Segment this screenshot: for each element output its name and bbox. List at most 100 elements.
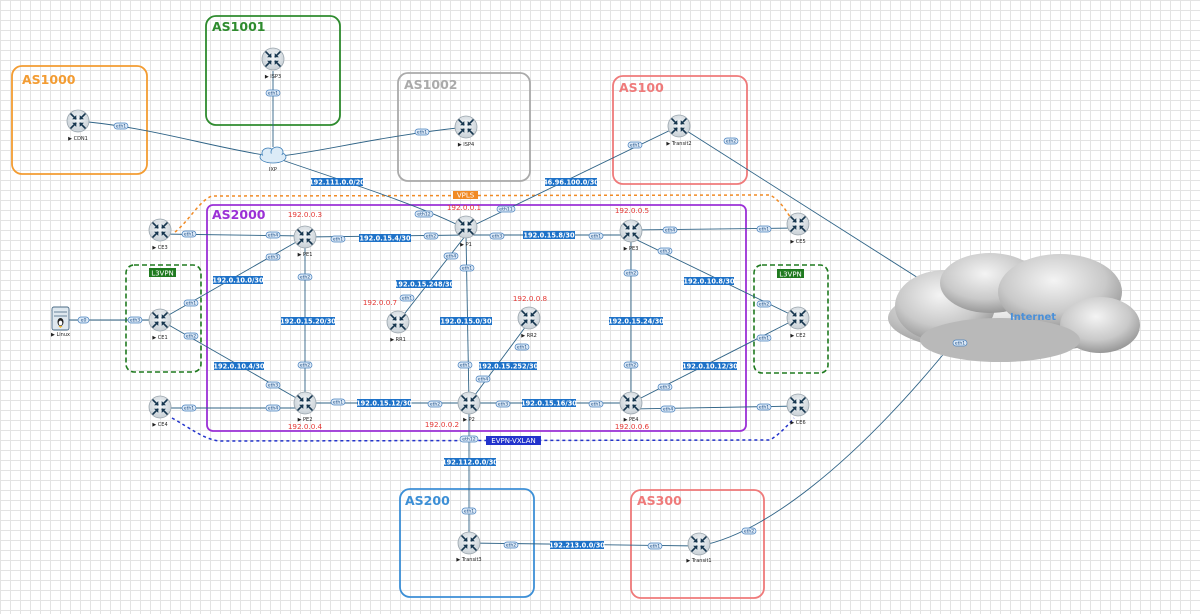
node-pe1[interactable]: ▶ PE1: [293, 225, 317, 258]
interface-tag[interactable]: eth1: [414, 128, 430, 136]
interface-tag[interactable]: eth3: [265, 253, 281, 261]
network-label[interactable]: 192.0.15.20/30: [280, 317, 336, 325]
interface-tag[interactable]: eth1: [461, 507, 477, 515]
interface-tag[interactable]: eth12: [459, 435, 479, 443]
interface-tag[interactable]: eth4: [265, 231, 281, 239]
network-label[interactable]: 46.96.100.0/30: [543, 178, 599, 186]
interface-tag[interactable]: e0: [77, 316, 90, 324]
interface-tag[interactable]: eth1: [399, 294, 415, 302]
interface-tag[interactable]: eth2: [503, 541, 519, 549]
interface-tag[interactable]: eth1: [183, 299, 199, 307]
interface-tag[interactable]: eth2: [756, 300, 772, 308]
interface-tag[interactable]: eth4: [662, 226, 678, 234]
link-transit2-internet[interactable]: [678, 125, 946, 296]
network-label[interactable]: 192.0.15.16/30: [521, 399, 577, 407]
overlay-evpn[interactable]: EVPN-VXLAN: [171, 417, 795, 445]
network-label[interactable]: 192.0.15.24/30: [608, 317, 664, 325]
link-transit1-internet[interactable]: [698, 339, 956, 547]
overlay-l3vpn-right[interactable]: L3VPN: [753, 264, 829, 374]
node-ixp[interactable]: IXP: [259, 146, 287, 173]
link-isp4-ixp[interactable]: [279, 126, 467, 157]
link-ixp-p1[interactable]: [281, 159, 467, 230]
interface-tag[interactable]: eth11: [496, 205, 516, 213]
interface-tag[interactable]: eth2: [297, 273, 313, 281]
node-transit3[interactable]: ▶ Transit3: [456, 531, 482, 563]
interface-tag[interactable]: eth2: [183, 332, 199, 340]
interface-tag[interactable]: eth1: [457, 361, 473, 369]
interface-tag[interactable]: eth2: [741, 527, 757, 535]
interface-tag[interactable]: eth1: [330, 235, 346, 243]
node-p2[interactable]: ▶ P2: [457, 391, 481, 423]
interface-tag[interactable]: eth3: [265, 381, 281, 389]
interface-tag[interactable]: eth3: [489, 232, 505, 240]
link-p1-rr1[interactable]: [397, 234, 467, 323]
interface-tag[interactable]: eth1: [627, 141, 643, 149]
interface-tag[interactable]: eth1: [181, 230, 197, 238]
network-label[interactable]: 192.0.10.0/30: [212, 276, 264, 284]
interface-tag[interactable]: eth4: [660, 405, 676, 413]
node-cdn1[interactable]: ▶ CDN1: [66, 109, 90, 142]
interface-tag[interactable]: eth1: [588, 232, 604, 240]
network-label[interactable]: 192.0.10.4/30: [213, 362, 265, 370]
overlay-l3vpn-left[interactable]: L3VPN: [125, 264, 202, 373]
node-linux[interactable]: ▶ Linux: [51, 306, 70, 338]
interface-tag[interactable]: eth1: [514, 343, 530, 351]
link-pe4-ce6[interactable]: [630, 405, 799, 410]
node-rr2[interactable]: ▶ RR2: [517, 306, 541, 339]
interface-tag[interactable]: eth1: [647, 542, 663, 550]
link-ce1-pe2[interactable]: [159, 319, 306, 404]
network-label[interactable]: 192.0.15.4/30: [359, 234, 411, 242]
interface-tag[interactable]: eth3: [495, 400, 511, 408]
node-internet[interactable]: Internet: [888, 253, 1140, 362]
network-label[interactable]: 192.112.0.0/30: [442, 458, 498, 466]
interface-tag[interactable]: eth2: [423, 232, 439, 240]
node-isp4[interactable]: ▶ ISP4: [454, 115, 478, 148]
area-as2000[interactable]: AS2000: [206, 204, 747, 432]
area-as100[interactable]: AS100: [612, 75, 748, 185]
node-ce3[interactable]: ▶ CE3: [148, 218, 172, 251]
network-label[interactable]: 192.0.10.12/30: [682, 362, 738, 370]
link-pe4-ce2[interactable]: [630, 317, 799, 404]
node-pe3[interactable]: ▶ PE3: [619, 219, 643, 252]
node-rr1[interactable]: ▶ RR1: [386, 310, 410, 343]
node-ce1[interactable]: ▶ CE1: [148, 308, 172, 341]
interface-tag[interactable]: eth1: [952, 339, 968, 347]
interface-tag[interactable]: eth3: [657, 383, 673, 391]
interface-tag[interactable]: eth4: [475, 375, 491, 383]
area-as200[interactable]: AS200: [399, 488, 535, 598]
interface-tag[interactable]: eth2: [427, 400, 443, 408]
node-pe2[interactable]: ▶ PE2: [293, 391, 317, 423]
node-ce6[interactable]: ▶ CE6: [786, 393, 810, 426]
interface-tag[interactable]: eth3: [127, 316, 143, 324]
interface-tag[interactable]: eth2: [623, 361, 639, 369]
node-transit2[interactable]: ▶ Transit2: [666, 114, 692, 147]
network-label[interactable]: 192.0.15.0/30: [440, 317, 492, 325]
area-as300[interactable]: AS300: [630, 489, 765, 599]
interface-tag[interactable]: eth12: [414, 210, 434, 218]
node-ce5[interactable]: ▶ CE5: [786, 212, 810, 245]
interface-tag[interactable]: eth1: [588, 400, 604, 408]
interface-tag[interactable]: eth1: [181, 404, 197, 412]
node-isp3[interactable]: ▶ ISP3: [261, 47, 285, 80]
interface-tag[interactable]: eth4: [265, 404, 281, 412]
overlay-vpls[interactable]: VPLS: [174, 191, 793, 233]
network-label[interactable]: 192.0.15.252/30: [478, 362, 539, 370]
network-label[interactable]: 192.0.15.12/30: [356, 399, 412, 407]
interface-tag[interactable]: eth3: [657, 247, 673, 255]
node-transit1[interactable]: ▶ Transit1: [686, 532, 712, 564]
node-pe4[interactable]: ▶ PE4: [619, 391, 643, 423]
interface-tag[interactable]: eth1: [459, 264, 475, 272]
interface-tag[interactable]: eth1: [330, 398, 346, 406]
network-label[interactable]: 192.213.0.0/30: [549, 541, 605, 549]
interface-tag[interactable]: eth1: [265, 89, 281, 97]
interface-tag[interactable]: eth2: [297, 361, 313, 369]
link-pe3-ce5[interactable]: [630, 227, 799, 231]
area-as1000[interactable]: AS1000: [11, 65, 148, 175]
interface-tag[interactable]: eth4: [443, 252, 459, 260]
interface-tag[interactable]: eth1: [756, 334, 772, 342]
node-ce2[interactable]: ▶ CE2: [786, 306, 810, 339]
interface-tag[interactable]: eth2: [623, 269, 639, 277]
network-label[interactable]: 192.0.15.248/30: [394, 280, 455, 288]
area-as1002[interactable]: AS1002: [397, 72, 531, 182]
